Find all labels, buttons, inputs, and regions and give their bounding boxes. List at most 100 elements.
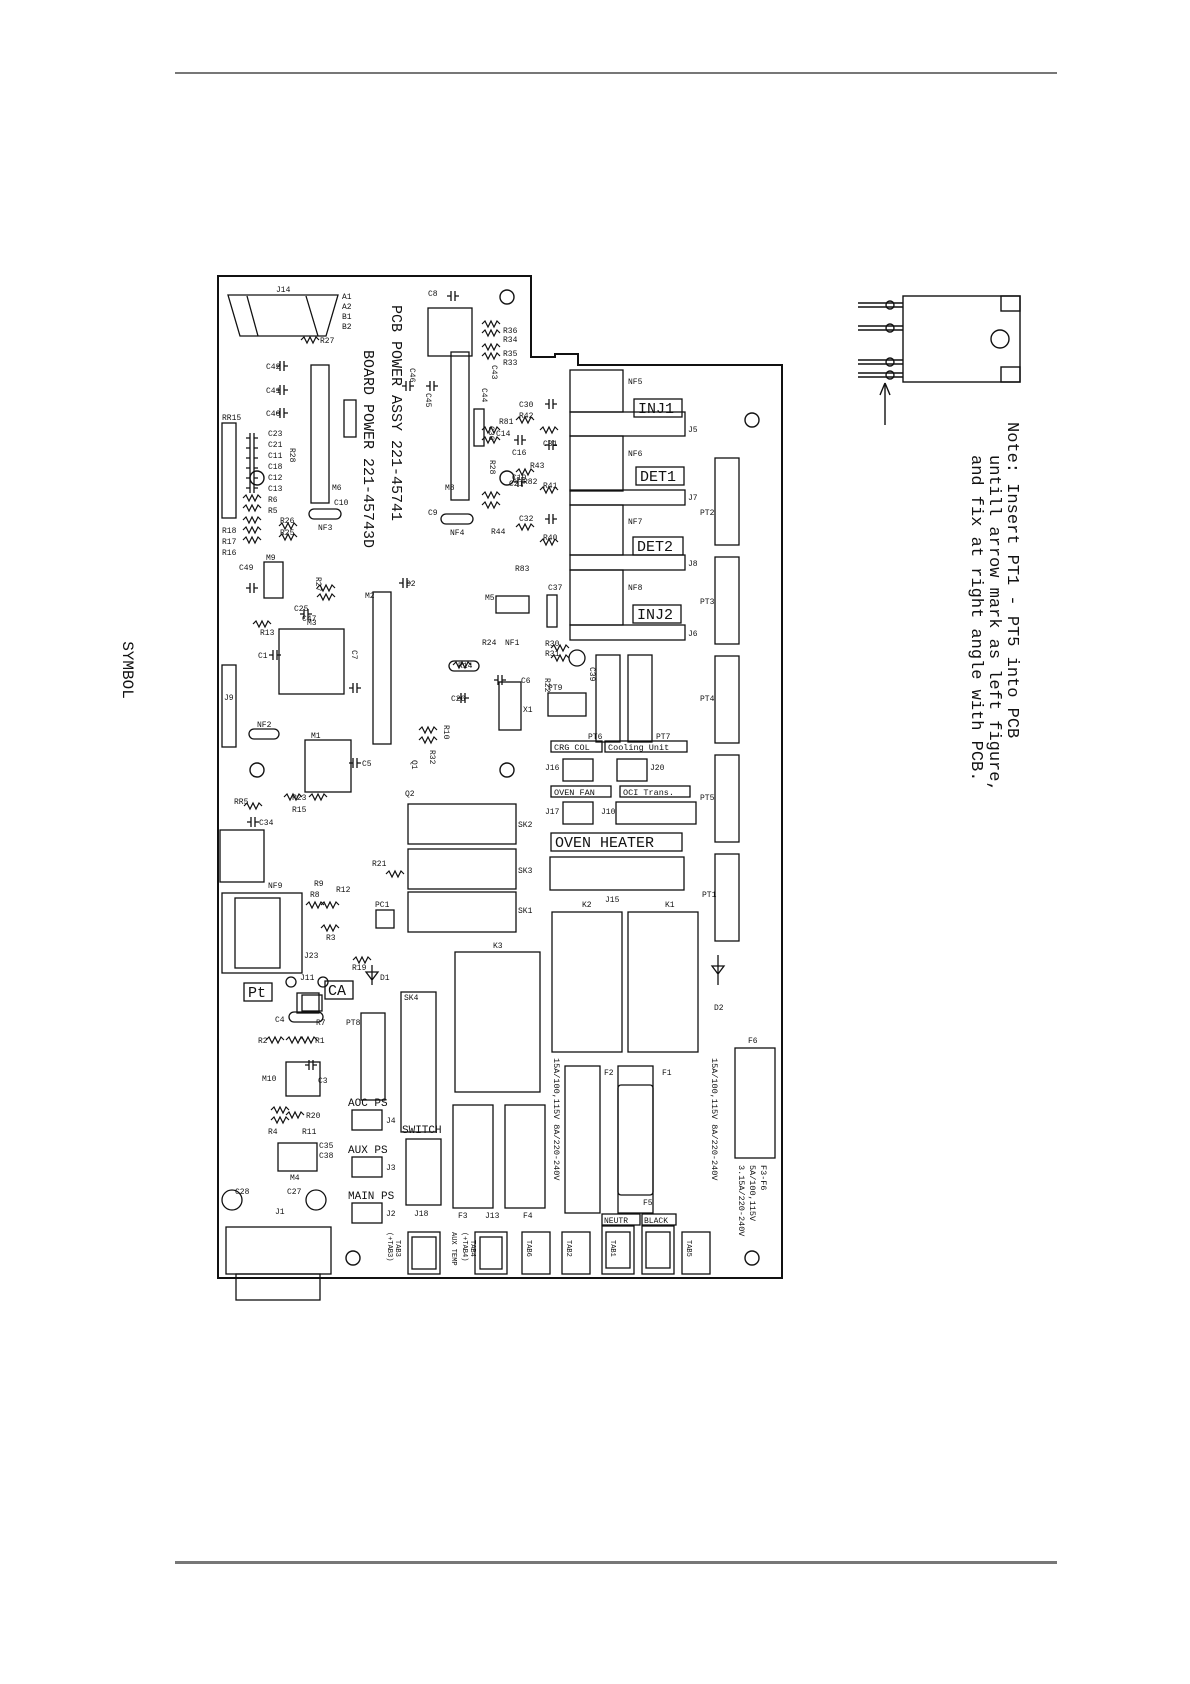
upper-middle-passives (401, 290, 559, 546)
label-b1: B1 (342, 313, 352, 322)
ps-connectors (351, 1109, 442, 1224)
label-r32: R32 (427, 750, 436, 765)
det2-label: DET2 (637, 539, 673, 556)
filter-blocks (569, 369, 686, 641)
label-j16: J16 (545, 764, 560, 773)
inj2-label: INJ2 (637, 607, 673, 624)
label-sk1: SK1 (518, 907, 533, 916)
label-r12: R12 (336, 886, 351, 895)
fuse-f3f6-line-2: 5A/100,115V (747, 1165, 757, 1222)
label-j9: J9 (224, 694, 234, 703)
note-text: Note: Insert PT1 - PT5 into PCB untill a… (966, 422, 1021, 792)
label-r44: R44 (491, 528, 506, 537)
label-r35: R35 (503, 350, 518, 359)
label-pt7: PT7 (656, 733, 671, 742)
label-pt3: PT3 (700, 598, 715, 607)
pt-sockets (360, 457, 740, 1101)
board-title-line-1: PCB POWER ASSY 221-45741 (387, 305, 404, 521)
label-rr5: RR5 (234, 798, 249, 807)
label-r33: R33 (503, 359, 518, 368)
label-nf8: NF8 (628, 584, 643, 593)
label-nf1: NF1 (505, 639, 520, 648)
label-c43: C43 (489, 365, 498, 380)
label-j11: J11 (300, 974, 315, 983)
label-j23: J23 (304, 952, 319, 961)
label-c37: C37 (548, 584, 563, 593)
bottom-left-blocks (219, 829, 332, 1301)
label-r34: R34 (503, 336, 518, 345)
label-r20: R20 (306, 1112, 321, 1121)
label-f3: F3 (458, 1212, 468, 1221)
label-r25: R25 (280, 529, 295, 538)
black-label: BLACK (644, 1217, 668, 1226)
label-r10: R10 (441, 725, 450, 740)
label-m9: M9 (266, 554, 276, 563)
label-r27: R27 (320, 337, 335, 346)
label-r23: R23 (292, 794, 307, 803)
label-d1: D1 (380, 974, 390, 983)
fuse-rating-right: 15A/100,115V 8A/220-240V (709, 1058, 719, 1181)
label-r28: R28 (287, 448, 296, 463)
label-r42: R42 (519, 412, 534, 421)
label-r16: R16 (222, 549, 237, 558)
label-r5: R5 (268, 507, 278, 516)
left-middle-passives (243, 577, 570, 1124)
label-pt6: PT6 (588, 733, 603, 742)
fuse-f3f6-line-1: F3-F6 (758, 1165, 768, 1191)
label-nf7: NF7 (628, 518, 643, 527)
fuse-f3f6-line-3: 3.15A/220-240V (736, 1165, 746, 1237)
label-tab3: TAB3 (393, 1240, 401, 1257)
label-r9: R9 (314, 880, 324, 889)
label-c16: C16 (512, 449, 527, 458)
label-m2: M2 (365, 592, 375, 601)
label-pt1: PT1 (702, 891, 717, 900)
label-r11: R11 (302, 1128, 317, 1137)
label-f5: F5 (643, 1199, 653, 1208)
note-line-2: untill arrow mark as left figure, (984, 455, 1003, 792)
label-c4: C4 (275, 1016, 285, 1025)
label-sk4: SK4 (404, 994, 419, 1003)
label-r31: R31 (545, 650, 560, 659)
label-c8: C8 (428, 290, 438, 299)
label-r6: R6 (268, 496, 278, 505)
label-c41: C41 (266, 387, 281, 396)
board-title: PCB POWER ASSY 221-45741 BOARD POWER 221… (359, 305, 404, 548)
label-c12: C12 (268, 474, 283, 483)
boxed-labels (243, 398, 691, 1226)
label-f6: F6 (748, 1037, 758, 1046)
fuse-rating-left: 15A/100,115V 8A/220-240V (551, 1058, 561, 1181)
sk-relays (400, 803, 517, 1133)
label-b2: B2 (342, 323, 352, 332)
label-pt4: PT4 (700, 695, 715, 704)
label-c35: C35 (319, 1142, 334, 1151)
label-r27b: R27 (313, 577, 322, 592)
label-c7: C7 (349, 650, 358, 660)
label-m6: M6 (332, 484, 342, 493)
label-pt5: PT5 (700, 794, 715, 803)
header-rule (175, 72, 1057, 74)
label-c47: C47 (302, 615, 317, 624)
label-r8: R8 (310, 891, 320, 900)
label-j8: J8 (688, 560, 698, 569)
mounting-holes (249, 289, 760, 1266)
label-j7: J7 (688, 494, 698, 503)
label-k1: K1 (665, 901, 675, 910)
label-q1: Q1 (409, 760, 418, 770)
label-r24: R24 (482, 639, 497, 648)
label-j2: J2 (386, 1210, 396, 1219)
aoc-ps-label: AOC PS (348, 1098, 388, 1110)
neutr-label: NEUTR (604, 1217, 628, 1226)
label-q2: Q2 (405, 790, 415, 799)
oven-heater-label: OVEN HEATER (555, 835, 654, 852)
label-r3: R3 (326, 934, 336, 943)
label-rr15: RR15 (222, 414, 241, 423)
label-f2: F2 (604, 1069, 614, 1078)
k-relays (454, 911, 699, 1093)
board-title-line-2: BOARD POWER 221-45743D (359, 350, 376, 548)
pt-label: Pt (248, 985, 266, 1002)
bottom-tabs (407, 1225, 711, 1275)
label-j3: J3 (386, 1164, 396, 1173)
label-c39: C39 (587, 667, 596, 682)
label-c44: C44 (479, 388, 488, 403)
